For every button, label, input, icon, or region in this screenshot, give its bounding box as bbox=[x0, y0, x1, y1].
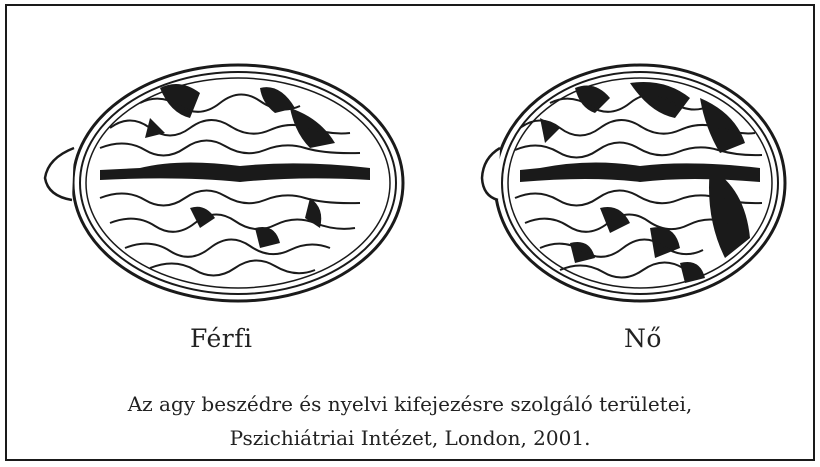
nose-outline bbox=[482, 148, 500, 200]
brain-gyri-pattern bbox=[100, 94, 360, 275]
brain-activity-regions bbox=[100, 84, 370, 248]
nose-outline bbox=[45, 148, 74, 200]
brain-activity-regions bbox=[520, 82, 760, 283]
female-label: Nő bbox=[624, 324, 662, 353]
caption-line-1: Az agy beszédre és nyelvi kifejezésre sz… bbox=[0, 392, 820, 416]
female-brain-diagram bbox=[480, 58, 790, 308]
male-brain-diagram bbox=[40, 58, 410, 308]
male-label: Férfi bbox=[190, 324, 252, 353]
skull-outline bbox=[495, 65, 785, 301]
caption-line-2: Pszichiátriai Intézet, London, 2001. bbox=[0, 426, 820, 450]
